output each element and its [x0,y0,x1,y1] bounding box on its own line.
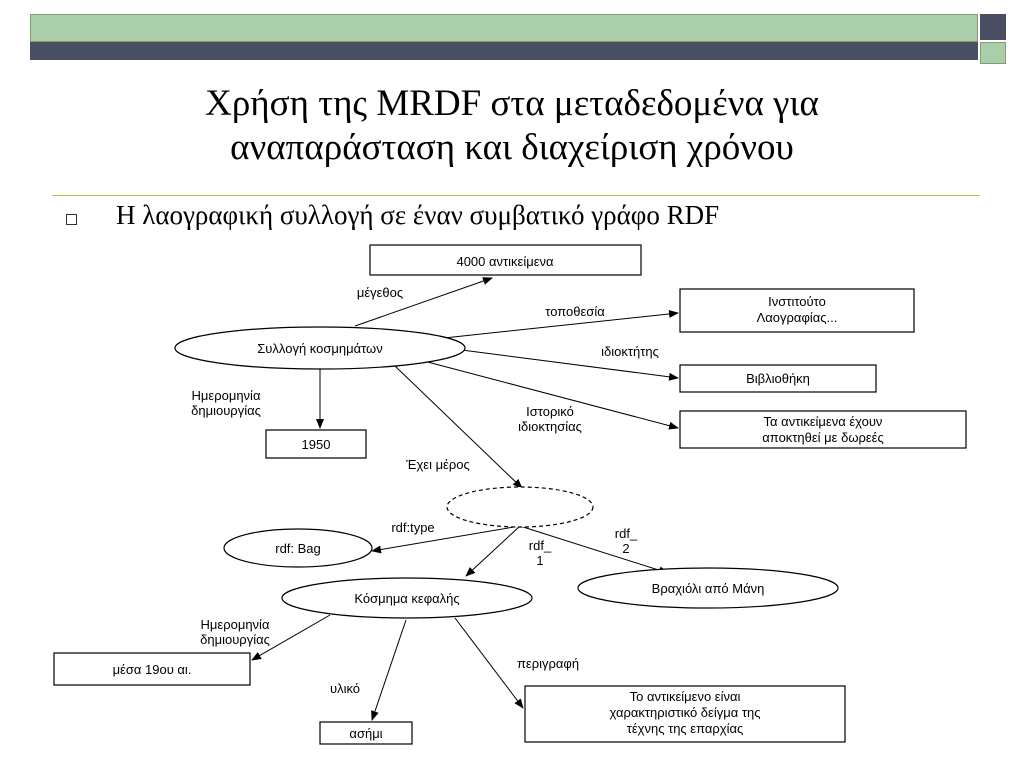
node-bracelet-label: Βραχιόλι από Μάνη [652,581,765,596]
edge-created-label-1: Ημερομηνία [192,388,261,403]
corner-square-dark [980,14,1006,40]
slide-title-line2: αναπαράσταση και διαχείριση χρόνου [230,127,794,168]
node-head-jewel-label: Κόσμημα κεφαλής [354,591,459,606]
node-location-label-1: Ινστιτούτο [768,294,826,309]
node-mid19-box [53,652,251,686]
edge-owner [453,348,679,381]
edge-rdf1-label-2: 1 [536,553,543,568]
header-corner-squares [980,14,1006,64]
node-head-jewel-ellipse [281,577,533,619]
node-bag-label: rdf: Bag [275,541,321,556]
node-blank-bag [446,486,594,528]
node-silver-box [319,721,413,745]
edge-created2-label-2: δημιουργίας [200,632,270,647]
node-location-label-2: Λαογραφίας... [757,310,838,325]
edge-rdf-type [371,525,521,554]
slide-title: Χρήση της MRDF στα μεταδεδομένα για αναπ… [60,82,964,170]
edge-rdf2-label-1: rdf_ [615,526,638,541]
edge-rdf1-label-1: rdf_ [529,538,552,553]
node-description-label-3: τέχνης της επαρχίας [627,721,744,736]
edge-owner-label: ιδιοκτήτης [601,344,659,359]
node-history-label-1: Τα αντικείμενα έχουν [764,414,883,429]
edge-description [454,617,524,709]
slide-title-line1: Χρήση της MRDF στα μεταδεδομένα για [205,83,819,124]
node-year-box [265,429,367,459]
edge-has-part [394,365,523,489]
edge-created2-label-1: Ημερομηνία [201,617,270,632]
node-history-box [679,410,967,449]
title-divider [52,195,980,196]
node-owner-label: Βιβλιοθήκη [746,371,810,386]
edge-has-part-label: Έχει μέρος [405,457,470,472]
edge-history [419,359,679,430]
node-description-label-1: Το αντικείμενο είναι [630,689,741,704]
node-collection-ellipse [174,326,466,370]
node-size-box [369,244,642,276]
edge-rdf-type-label: rdf:type [391,520,434,535]
node-description-box [524,685,846,743]
node-mid19-label: μέσα 19ου αι. [113,662,192,677]
edge-material [371,619,407,721]
edge-size-label: μέγεθος [357,285,403,300]
node-year-label: 1950 [302,437,331,452]
node-description-label-2: χαρακτηριστικό δείγμα της [610,705,761,720]
node-silver-label: ασήμι [349,726,382,741]
bullet-square-icon [66,214,77,225]
edge-history-label-2: ιδιοκτησίας [518,419,582,434]
edge-history-label-1: Ιστορικό [526,404,574,419]
node-collection-label: Συλλογή κοσμημάτων [257,341,382,356]
corner-square-green [980,42,1006,64]
node-bracelet-ellipse [577,567,839,609]
header-band-green [30,14,978,42]
node-history-label-2: αποκτηθεί με δωρεές [762,430,883,445]
edge-size [354,277,493,327]
header-band-dark [30,42,978,60]
edge-rdf1 [465,525,521,577]
edge-location [443,309,679,339]
node-location-box [679,288,915,333]
node-rdf-bag-ellipse [223,528,373,568]
edge-created-label-2: δημιουργίας [191,403,261,418]
node-owner-box [679,364,877,393]
edge-material-label: υλικό [330,681,360,696]
bullet-text: Η λαογραφική συλλογή σε έναν συμβατικό γ… [116,200,720,230]
edge-description-label: περιγραφή [517,656,579,671]
edge-location-label: τοποθεσία [545,304,605,319]
node-size-label: 4000 αντικείμενα [456,254,554,269]
edge-created2 [251,614,331,661]
edge-rdf2 [519,525,669,575]
edge-rdf2-label-2: 2 [622,541,629,556]
header-decoration-bar [30,14,978,60]
